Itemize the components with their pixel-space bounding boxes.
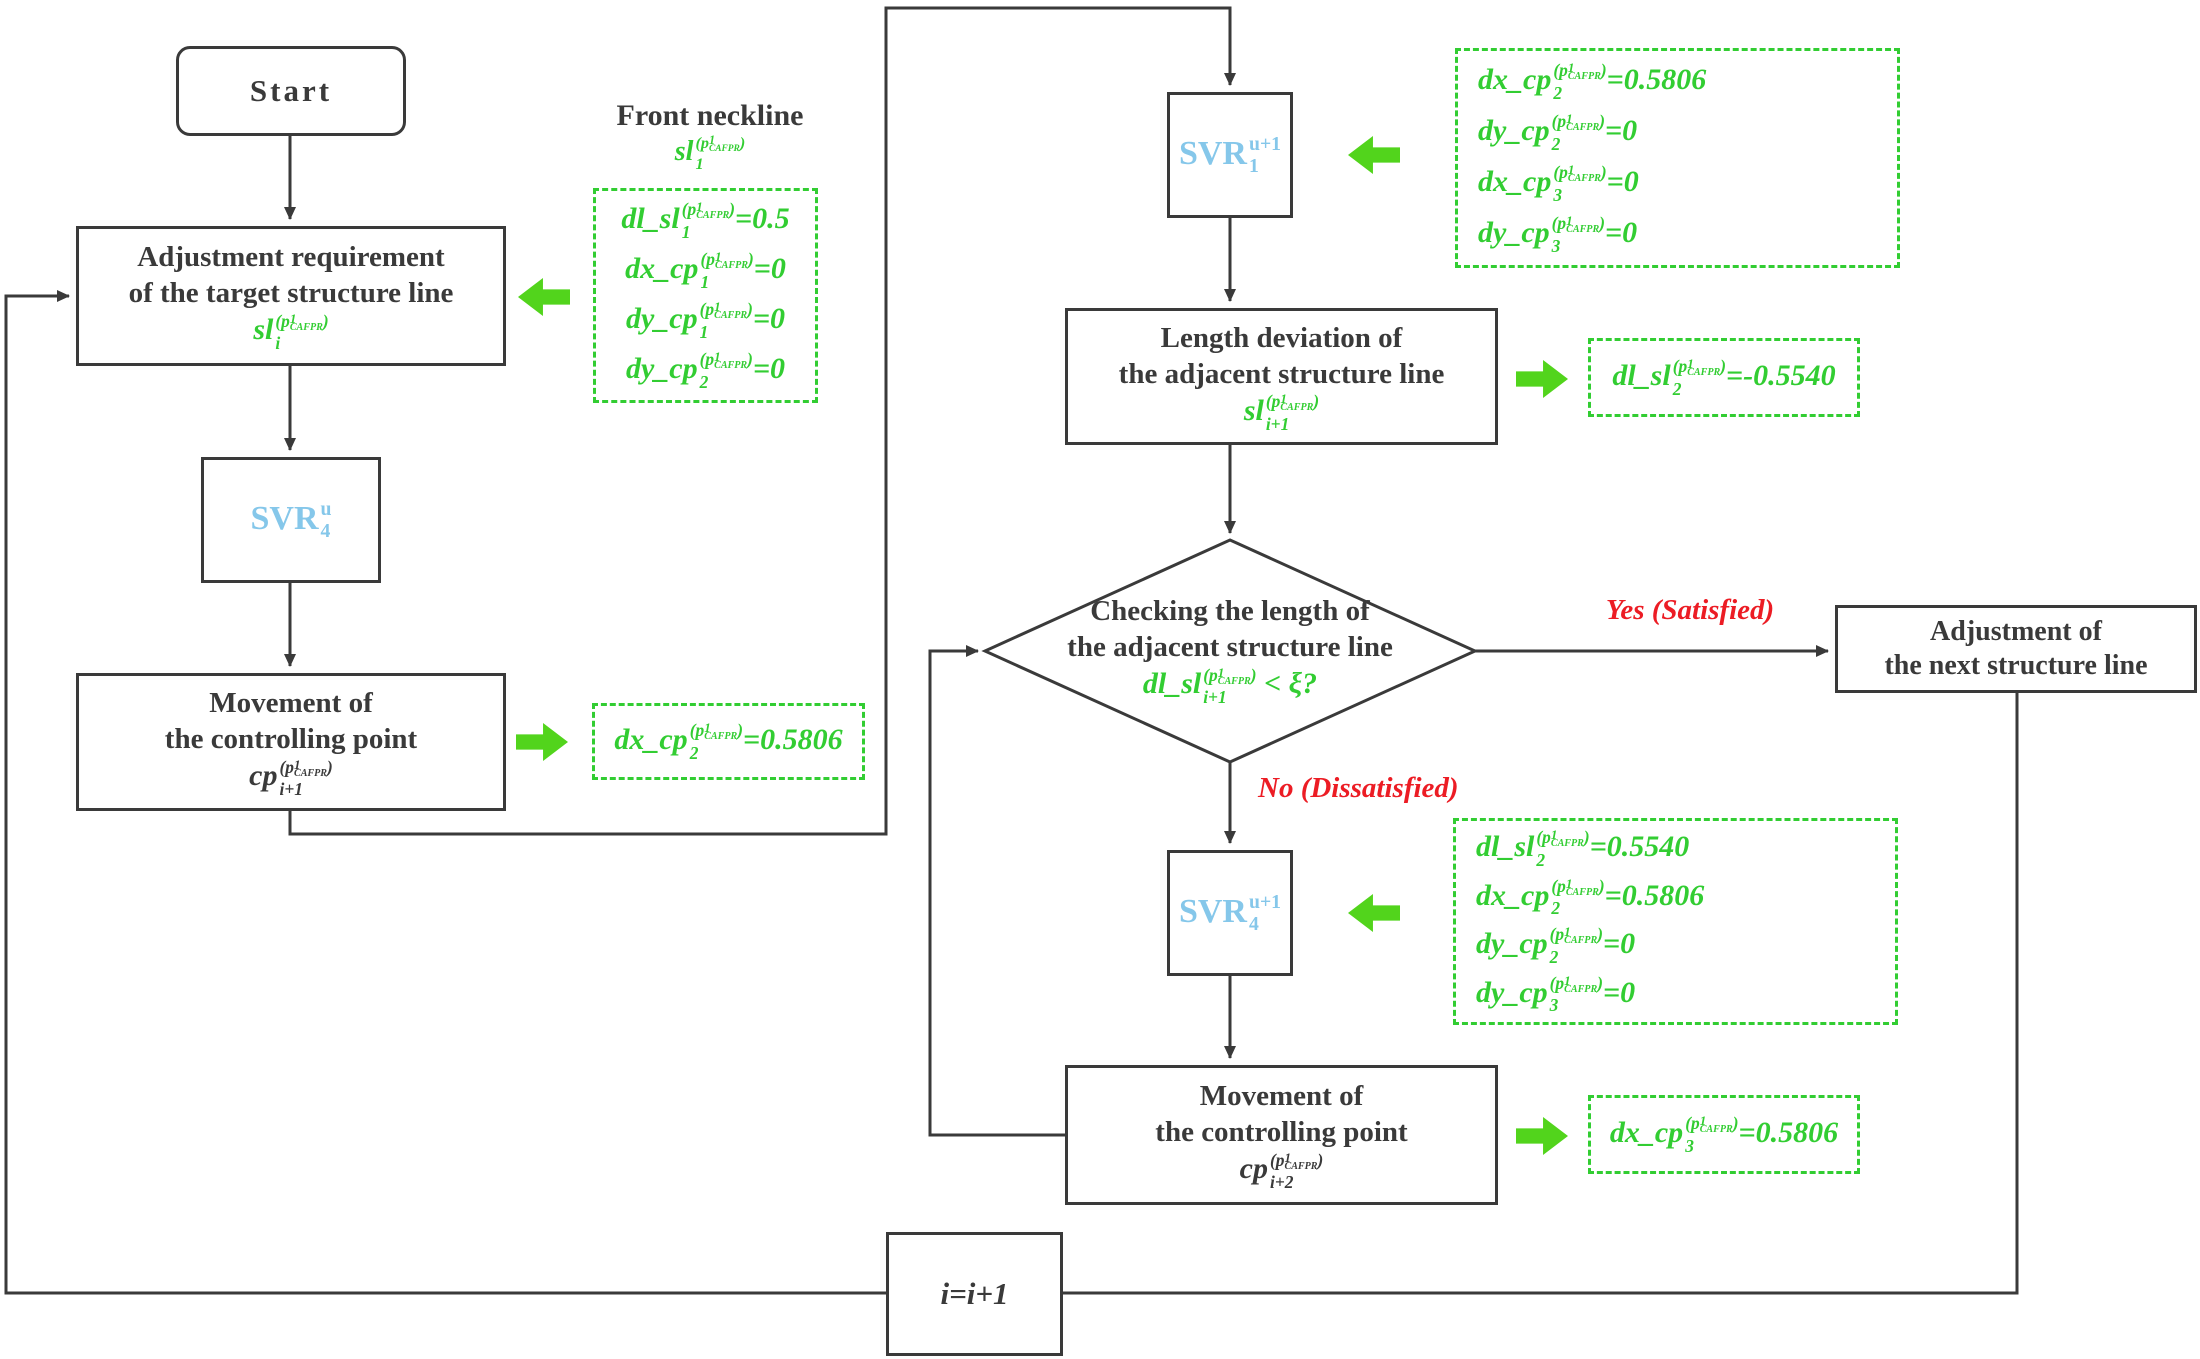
connector-movement2-to-decision-loop [928,645,1065,1137]
node-text-line: Adjustment of [1930,616,2102,647]
node-text-line: Checking the length of [1090,595,1370,628]
iterate-label: i=i+1 [940,1276,1009,1311]
node-iterate: i=i+1 [886,1232,1063,1356]
node-text-line: the adjacent structure line [1118,357,1445,390]
node-text-line: Movement of [209,687,373,720]
node-adjustment-requirement: Adjustment requirement of the target str… [76,226,506,366]
node-adjustment-next-line: Adjustment of the next structure line [1835,605,2197,693]
node-text-line: Adjustment requirement [137,241,445,274]
yes-branch-label: Yes (Satisfied) [1605,594,1775,626]
node-text-line: of the target structure line [128,277,454,310]
no-branch-label: No (Dissatisfied) [1258,772,1459,804]
connector-movement1-to-svr1 [288,6,1236,836]
node-text-line: Length deviation of [1160,321,1403,354]
decision-diamond-shape [981,538,1479,764]
connector-adjnext-to-iter [1063,693,2019,1295]
node-decision-checking-length: Checking the length of the adjacent stru… [985,560,1475,740]
node-length-deviation: Length deviation of the adjacent structu… [1065,308,1498,445]
front-neckline-title: Front neckline [616,99,804,132]
node-text-line: Movement of [1199,1080,1364,1113]
start-label: Start [249,73,333,108]
node-text-line: the controlling point [164,723,418,756]
node-text-line: the next structure line [1884,650,2148,681]
node-start: Start [176,46,406,136]
connector-iter-to-adjreq-loop [4,290,886,1295]
node-text-line: the controlling point [1155,1116,1408,1149]
node-text-line: the adjacent structure line [1067,631,1393,664]
